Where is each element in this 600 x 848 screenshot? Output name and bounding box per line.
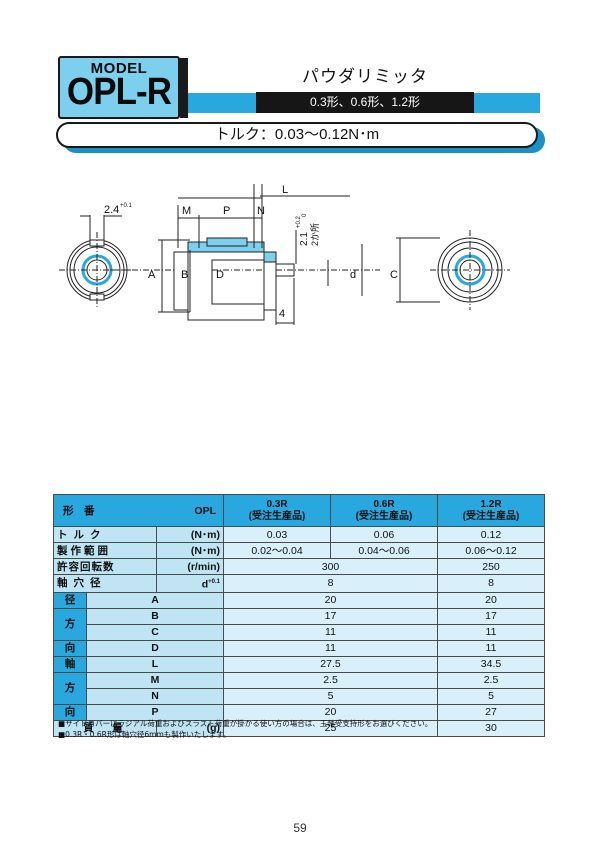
- label-D: D: [216, 269, 224, 281]
- table-row: 径 A 20 20: [53, 591, 545, 609]
- label-L: L: [282, 184, 288, 196]
- spec-table: 形 番 OPL 0.3R(受注生産品) 0.6R(受注生産品) 1.2R(受注生…: [53, 494, 545, 737]
- label-N: N: [257, 205, 265, 217]
- label-C: C: [390, 269, 398, 281]
- torque-banner: トルク：0.03〜0.12N･m: [56, 122, 538, 148]
- dimension-drawing: L M P N A B D d C 2.4 +0.1 4 2.1 +0.2 0 …: [59, 184, 510, 325]
- label-tol-right-sub: 0: [302, 213, 308, 217]
- opl-heading: OPL: [194, 504, 216, 517]
- row-label: 製作範囲: [53, 542, 157, 559]
- label-dim4: 4: [279, 308, 285, 320]
- col-0-6R: 0.6R(受注生産品): [330, 494, 438, 527]
- row-label: 許容回転数: [53, 558, 157, 575]
- table-row: 方 M 2.5 2.5: [53, 671, 545, 705]
- badge-shadow: [180, 58, 188, 118]
- table-row: 向 P 20 27: [53, 703, 545, 721]
- table-row: 製作範囲 (N･m) 0.02〜0.04 0.04〜0.06 0.06〜0.12: [53, 542, 545, 559]
- table-row: トルク (N･m) 0.03 0.06 0.12: [53, 526, 545, 543]
- label-two-places: 2か所: [310, 223, 320, 246]
- table-row: 向 D 11 11: [53, 639, 545, 657]
- product-title: パウダリミッタ: [302, 67, 428, 87]
- row-label: トルク: [53, 526, 157, 543]
- table-head-model: 形 番 OPL: [53, 494, 224, 527]
- label-P: P: [223, 205, 230, 217]
- model-label: MODEL: [90, 60, 148, 77]
- page-number: 59: [293, 821, 307, 835]
- model-heading: 形 番: [63, 504, 95, 517]
- row-unit: (N･m): [156, 526, 224, 543]
- left-end-view: [59, 215, 135, 308]
- label-tol-left-sup: +0.1: [120, 203, 133, 209]
- side-view: [110, 184, 380, 325]
- table-row: 軸穴径 d+0.1 8 8: [53, 574, 545, 593]
- label-B: B: [181, 269, 188, 281]
- table-row: 許容回転数 (r/min) 300 250: [53, 558, 545, 575]
- table-row: 軸 L 27.5 34.5: [53, 655, 545, 673]
- size-banner: 0.3形、0.6形、1.2形: [256, 92, 474, 113]
- col-1-2R: 1.2R(受注生産品): [437, 494, 545, 527]
- table-row: C 11 11: [54, 623, 545, 641]
- label-d: d: [350, 269, 356, 281]
- label-tol-right: 2.1: [299, 232, 310, 246]
- label-A: A: [148, 269, 156, 281]
- model-badge: MODEL OPL-R: [58, 56, 180, 119]
- right-end-view: [396, 230, 510, 310]
- note-2: ■0.3R・0.6R形は軸穴径6mmも製作いたします。: [58, 730, 231, 739]
- col-0-3R: 0.3R(受注生産品): [223, 494, 331, 527]
- row-label: 軸穴径: [53, 574, 157, 593]
- label-M: M: [182, 205, 191, 217]
- notes: ■サイドカバーにラジアル荷重およびスラスト荷重が掛かる使い方の場合は、玉軸受支持…: [58, 718, 432, 740]
- model-code: OPL-R: [66, 71, 172, 113]
- table-row: N 5 5: [54, 687, 545, 705]
- table-row: 方 B 17 17: [53, 607, 545, 641]
- label-tol-left: 2.4: [104, 204, 119, 216]
- label-tol-right-sup: +0.2: [296, 215, 302, 228]
- table-row: 質 量 (g) 25 30: [53, 719, 545, 737]
- note-1: ■サイドカバーにラジアル荷重およびスラスト荷重が掛かる使い方の場合は、玉軸受支持…: [58, 719, 433, 728]
